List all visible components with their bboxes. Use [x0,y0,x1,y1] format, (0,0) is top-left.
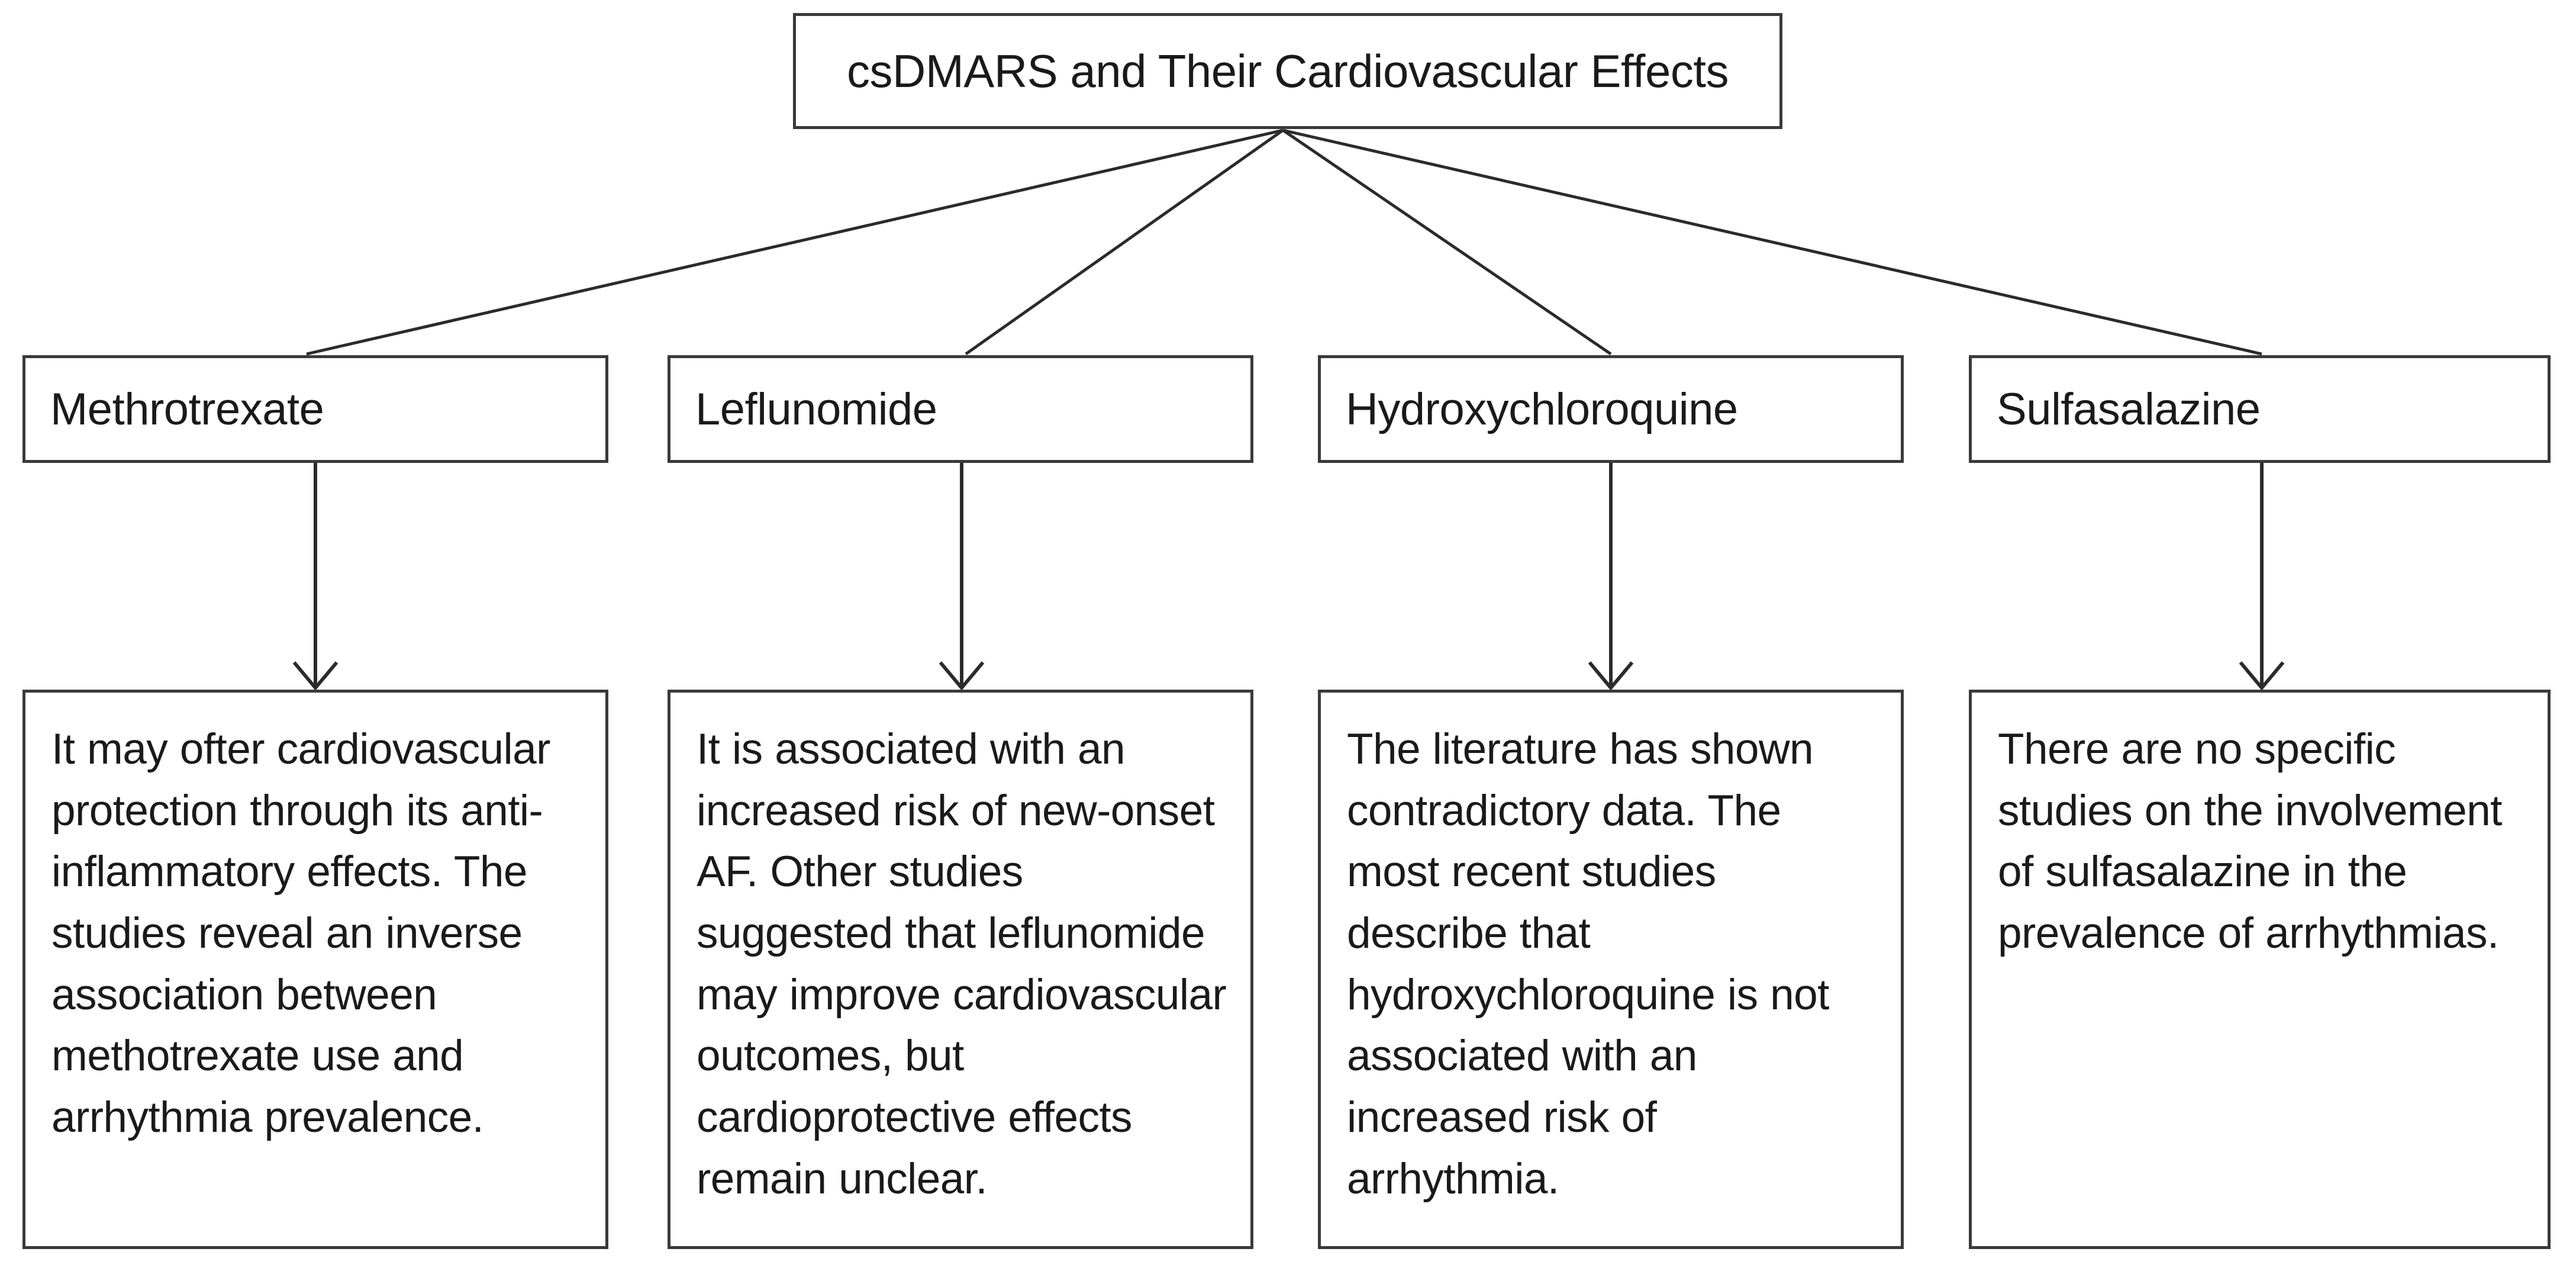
arrowhead-sulfasalazine [2239,661,2285,691]
detail-text-leflunomide: It is associated with an increased risk … [697,725,1227,1203]
drug-label-methrotrexate: Methrotrexate [50,384,324,435]
connector-title-to-hydroxychloroquine [1282,128,1612,356]
title-box: csDMARS and Their Cardiovascular Effects [793,13,1782,129]
drug-box-hydroxychloroquine: Hydroxychloroquine [1318,355,1904,463]
drug-box-leflunomide: Leflunomide [668,355,1253,463]
drug-box-methrotrexate: Methrotrexate [22,355,608,463]
detail-text-sulfasalazine: There are no specific studies on the inv… [1998,725,2502,957]
drug-box-sulfasalazine: Sulfasalazine [1969,355,2551,463]
arrowhead-methrotrexate [292,661,338,691]
detail-box-hydroxychloroquine: The literature has shown contradictory d… [1318,690,1904,1249]
detail-box-methrotrexate: It may ofter cardiovascular protection t… [22,690,608,1249]
detail-box-leflunomide: It is associated with an increased risk … [668,690,1253,1249]
detail-text-methrotrexate: It may ofter cardiovascular protection t… [51,725,550,1141]
arrowhead-hydroxychloroquine [1588,661,1634,691]
connector-title-to-leflunomide [965,128,1284,356]
detail-box-sulfasalazine: There are no specific studies on the inv… [1969,690,2551,1249]
drug-label-hydroxychloroquine: Hydroxychloroquine [1346,384,1738,435]
detail-text-hydroxychloroquine: The literature has shown contradictory d… [1347,725,1829,1203]
drug-label-leflunomide: Leflunomide [695,384,937,435]
connector-title-to-sulfasalazine [1282,128,2262,356]
connector-title-to-methrotrexate [306,128,1284,356]
title-label: csDMARS and Their Cardiovascular Effects [846,44,1729,97]
arrowhead-leflunomide [939,661,985,691]
drug-label-sulfasalazine: Sulfasalazine [1997,384,2261,435]
